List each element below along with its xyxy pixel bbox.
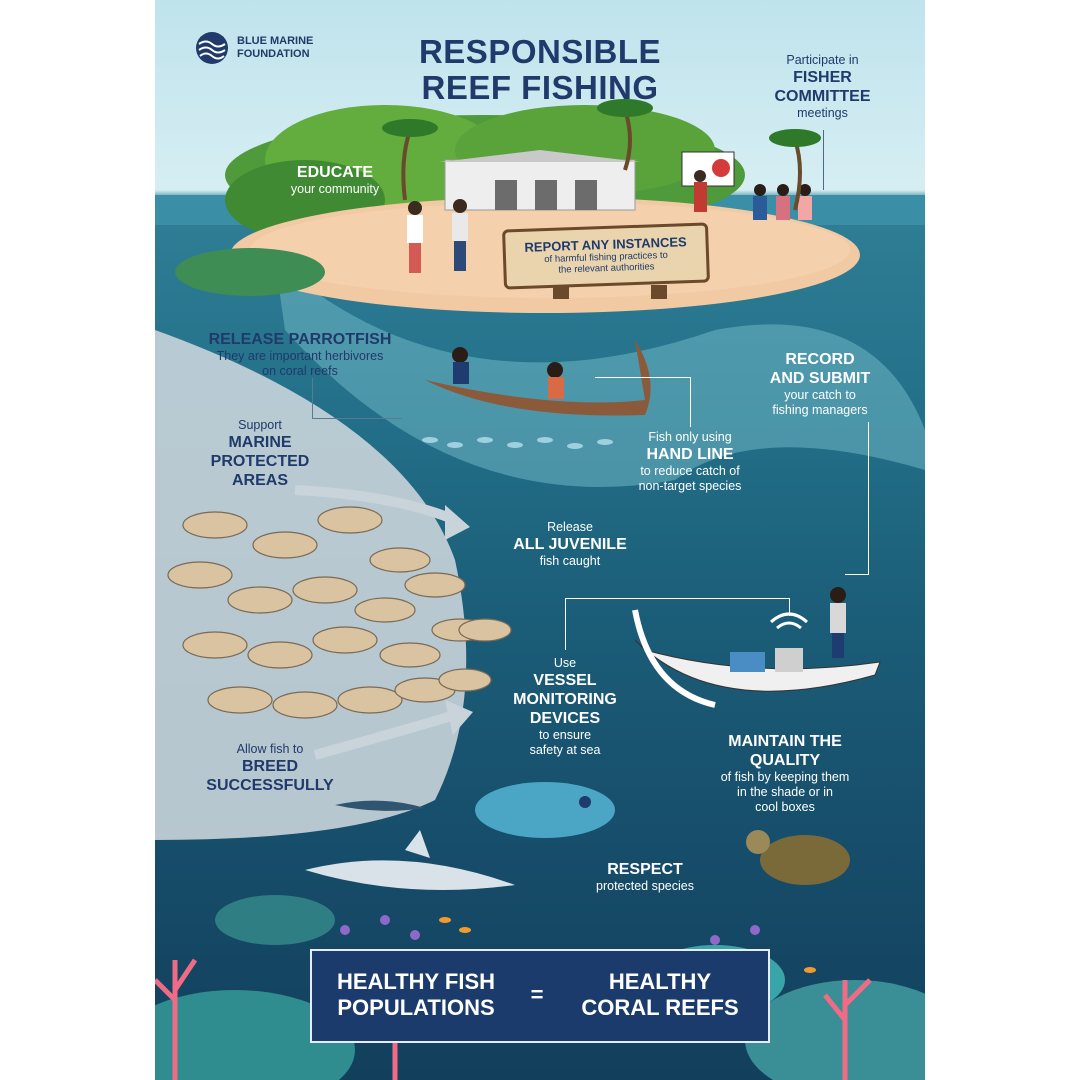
juvenile-callout: Release ALL JUVENILE fish caught	[490, 520, 650, 569]
educate-sub: your community	[290, 182, 380, 196]
handline-bold: HAND LINE	[646, 446, 734, 463]
record-bold-2: AND SUBMIT	[769, 370, 871, 387]
record-sub-1: your catch to	[784, 388, 856, 402]
record-leader-h	[845, 574, 869, 575]
handline-pre: Fish only using	[648, 430, 732, 444]
vessel-leader-h	[565, 598, 790, 599]
infographic-poster: BLUE MARINE FOUNDATION RESPONSIBLE REEF …	[155, 0, 925, 1080]
handline-callout: Fish only using HAND LINE to reduce catc…	[610, 430, 770, 494]
title-line-2: REEF FISHING	[421, 69, 659, 106]
respect-bold: RESPECT	[607, 861, 683, 878]
fisher-committee-pre: Participate in	[786, 53, 859, 67]
parrotfish-bold: RELEASE PARROTFISH	[208, 331, 392, 348]
educate-callout: EDUCATE your community	[270, 163, 400, 197]
breed-pre: Allow fish to	[236, 742, 304, 756]
mpa-pre: Support	[238, 418, 282, 432]
banner-left-2: POPULATIONS	[337, 995, 495, 1020]
fisher-committee-callout: Participate in FISHER COMMITTEE meetings	[750, 53, 895, 121]
banner-right-2: CORAL REEFS	[581, 995, 739, 1020]
mpa-bold-2: PROTECTED	[210, 453, 310, 470]
handline-leader-v	[690, 377, 691, 427]
banner-right: HEALTHY CORAL REEFS	[570, 969, 750, 1021]
mpa-bold-3: AREAS	[231, 472, 288, 489]
wifi-icon	[770, 612, 808, 630]
juvenile-bold: ALL JUVENILE	[513, 536, 627, 553]
vessel-sub-1: to ensure	[538, 728, 592, 742]
vessel-pre: Use	[553, 656, 577, 670]
record-submit-callout: RECORD AND SUBMIT your catch to fishing …	[745, 350, 895, 418]
vessel-leader-v	[565, 598, 566, 650]
title-line-1: RESPONSIBLE	[418, 33, 662, 70]
report-sign: REPORT ANY INSTANCES of harmful fishing …	[502, 222, 710, 290]
vessel-callout: Use VESSEL MONITORING DEVICES to ensure …	[490, 656, 640, 758]
fisher-committee-bold-1: FISHER	[793, 69, 852, 86]
mpa-bold-1: MARINE	[228, 434, 292, 451]
breed-bold-1: BREED	[241, 758, 298, 775]
juvenile-sub: fish caught	[539, 554, 601, 568]
handline-leader-h	[595, 377, 690, 378]
page-title: RESPONSIBLE REEF FISHING	[385, 34, 695, 106]
vessel-bold-2: MONITORING	[513, 691, 617, 708]
parrotfish-sub-1: They are important herbivores	[216, 349, 384, 363]
quality-bold-2: QUALITY	[749, 752, 821, 769]
mpa-callout: Support MARINE PROTECTED AREAS	[190, 418, 330, 490]
brand-name: BLUE MARINE FOUNDATION	[237, 35, 313, 61]
breed-callout: Allow fish to BREED SUCCESSFULLY	[195, 742, 345, 795]
vessel-sub-2: safety at sea	[529, 743, 601, 757]
brand-line-2: FOUNDATION	[237, 48, 310, 60]
quality-sub-2: in the shade or in	[737, 785, 833, 799]
parrotfish-leader-h	[312, 418, 402, 419]
juvenile-pre: Release	[547, 520, 593, 534]
fisher-committee-post: meetings	[797, 106, 848, 120]
handline-sub-2: non-target species	[638, 479, 742, 493]
banner-equals: =	[530, 982, 544, 1007]
quality-bold-1: MAINTAIN THE	[728, 733, 842, 750]
banner-left: HEALTHY FISH POPULATIONS	[326, 969, 506, 1021]
respect-callout: RESPECT protected species	[575, 860, 715, 894]
fisher-committee-leader-line	[823, 130, 824, 190]
parrotfish-callout: RELEASE PARROTFISH They are important he…	[175, 330, 425, 379]
quality-callout: MAINTAIN THE QUALITY of fish by keeping …	[685, 732, 885, 815]
banner-right-1: HEALTHY	[608, 969, 712, 994]
record-sub-2: fishing managers	[772, 403, 868, 417]
vessel-bold-1: VESSEL	[533, 672, 597, 689]
vessel-leader-v2	[789, 598, 790, 616]
parrotfish-leader-v	[312, 378, 314, 418]
banner-left-1: HEALTHY FISH	[336, 969, 496, 994]
educate-bold: EDUCATE	[296, 164, 374, 181]
brand-line-1: BLUE MARINE	[237, 35, 314, 47]
vessel-bold-3: DEVICES	[529, 710, 601, 727]
healthy-banner: HEALTHY FISH POPULATIONS = HEALTHY CORAL…	[310, 949, 770, 1043]
handline-sub-1: to reduce catch of	[640, 464, 740, 478]
respect-sub: protected species	[596, 879, 694, 893]
waves-logo-icon	[196, 32, 228, 64]
quality-sub-1: of fish by keeping them	[720, 770, 850, 784]
parrotfish-sub-2: on coral reefs	[262, 364, 338, 378]
quality-sub-3: cool boxes	[755, 800, 815, 814]
fisher-committee-bold-2: COMMITTEE	[774, 88, 871, 105]
breed-bold-2: SUCCESSFULLY	[206, 777, 334, 794]
record-bold-1: RECORD	[785, 351, 855, 368]
record-leader-v	[868, 422, 869, 574]
